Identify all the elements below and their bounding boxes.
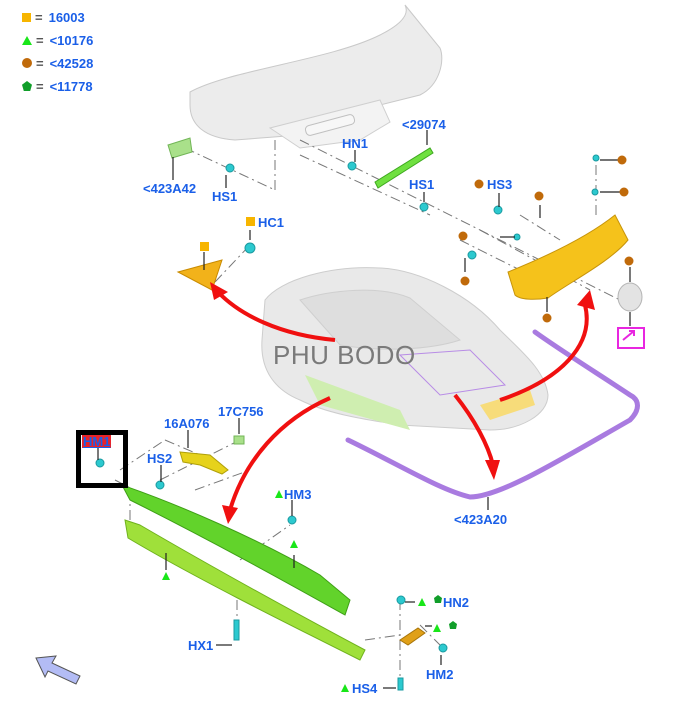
callout-29074[interactable]: <29074 xyxy=(402,117,446,132)
watermark: PHU BODO xyxy=(273,340,416,370)
legend-equals: = xyxy=(36,32,44,48)
legend-item-16003: = 16003 xyxy=(22,8,85,26)
callout-hc1[interactable]: HC1 xyxy=(258,215,285,230)
callout-hs1-left[interactable]: HS1 xyxy=(212,189,238,204)
callout-hm3[interactable]: HM3 xyxy=(284,487,312,502)
clip-17C756[interactable] xyxy=(233,435,245,445)
arrow-heads xyxy=(210,282,595,524)
square-icon xyxy=(22,12,31,22)
vehicle-body xyxy=(261,267,549,431)
external-link-box[interactable] xyxy=(617,327,645,349)
rocker-molding-upper[interactable] xyxy=(120,484,351,616)
legend-value[interactable]: <10176 xyxy=(49,32,94,48)
legend-markers-triangle xyxy=(162,490,441,692)
callout-hx1[interactable]: HX1 xyxy=(188,638,214,653)
legend-value[interactable]: <42528 xyxy=(49,55,94,71)
emblem-part[interactable] xyxy=(617,282,643,312)
callout-hm1[interactable]: HM1 xyxy=(82,434,112,449)
highlight-box xyxy=(76,430,128,488)
bracket-423A42[interactable] xyxy=(167,137,193,159)
strip-29074[interactable] xyxy=(374,147,434,189)
trunk-lid-part[interactable] xyxy=(189,4,443,149)
bracket-rear[interactable] xyxy=(399,627,426,646)
legend-value[interactable]: <11778 xyxy=(49,78,93,94)
circle-icon xyxy=(22,58,32,68)
rear-fascia-part[interactable] xyxy=(507,214,629,300)
legend-markers-pentagon xyxy=(434,595,457,629)
callout-17C756[interactable]: 17C756 xyxy=(218,404,264,419)
legend-item-10176: = <10176 xyxy=(22,31,93,49)
link-arrow-icon xyxy=(622,330,635,341)
callout-hn2[interactable]: HN2 xyxy=(443,595,470,610)
legend-equals: = xyxy=(36,78,44,94)
callout-hs2[interactable]: HS2 xyxy=(147,451,173,466)
legend-equals: = xyxy=(36,55,44,71)
weatherstrip-part[interactable] xyxy=(345,329,640,500)
callout-hm2[interactable]: HM2 xyxy=(426,667,454,682)
direction-arrows xyxy=(216,290,589,511)
callout-16A076[interactable]: 16A076 xyxy=(164,416,210,431)
rocker-molding-lower[interactable] xyxy=(124,519,366,661)
legend-item-42528: = <42528 xyxy=(22,54,93,72)
callout-hs4[interactable]: HS4 xyxy=(352,681,378,696)
callout-hn1[interactable]: HN1 xyxy=(342,136,369,151)
legend-value[interactable]: 16003 xyxy=(48,9,85,25)
bracket-16A076[interactable] xyxy=(179,451,229,475)
callout-hs3[interactable]: HS3 xyxy=(487,177,513,192)
callout-423A20[interactable]: <423A20 xyxy=(454,512,508,527)
callout-423A42[interactable]: <423A42 xyxy=(143,181,197,196)
callout-hs1-right[interactable]: HS1 xyxy=(409,177,435,192)
fasteners xyxy=(95,154,600,691)
legend-markers-square xyxy=(200,217,255,251)
legend-markers-brown xyxy=(458,155,634,323)
pentagon-icon xyxy=(22,81,32,91)
triangle-icon xyxy=(22,35,32,45)
leader-lines xyxy=(97,130,631,689)
corner-trim-part[interactable] xyxy=(176,259,223,291)
legend-item-11778: = <11778 xyxy=(22,77,93,95)
navigate-back-arrow[interactable] xyxy=(35,655,81,685)
legend-equals: = xyxy=(35,9,43,25)
